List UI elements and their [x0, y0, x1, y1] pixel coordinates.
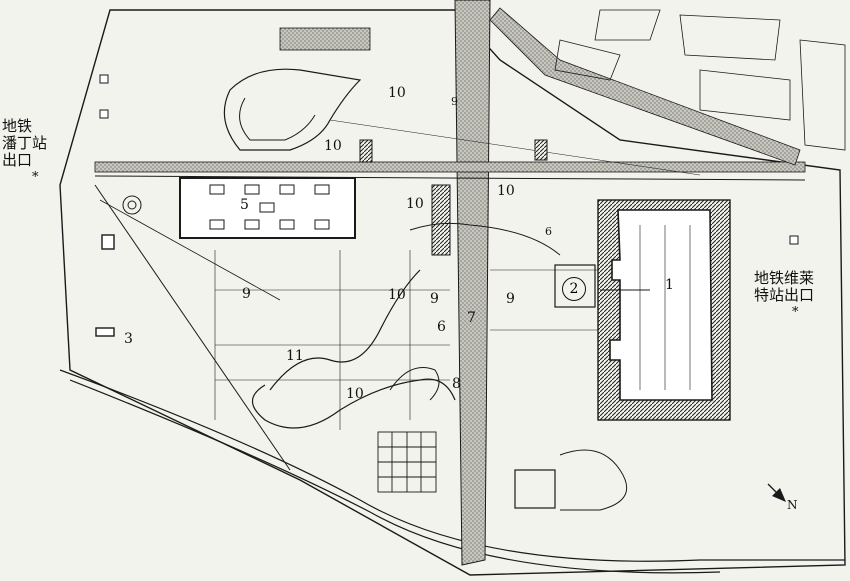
north-oval-building [223, 68, 362, 151]
zone-label-9d: 9 [451, 95, 458, 108]
zone-label-11: 11 [286, 348, 304, 364]
subway-exit-east-line1: 地铁维莱 [754, 269, 815, 287]
subway-exit-west-mark: * [32, 170, 39, 185]
northeast-strip [489, 7, 801, 166]
north-arrow-icon [767, 483, 786, 502]
north-dotted-block [279, 27, 371, 51]
north-arrow-label: N [787, 498, 798, 512]
subway-exit-west-line3: 出口 [2, 151, 33, 169]
east-west-promenade [94, 161, 806, 173]
zone-label-3: 3 [124, 331, 133, 347]
zone-label-6a: 6 [437, 319, 446, 335]
building-1 [609, 209, 713, 401]
subway-exit-west-line2: 潘丁站 [2, 134, 48, 152]
zone-label-10e: 10 [388, 287, 406, 303]
zone-label-9b: 9 [430, 291, 439, 307]
zone-label-9c: 9 [506, 291, 515, 307]
subway-exit-east: 地铁维莱 特站出口 * [754, 270, 834, 321]
zone-label-10d: 10 [497, 183, 515, 199]
zone-label-10a: 10 [388, 85, 406, 101]
fountain [122, 195, 142, 215]
zone-label-2: 2 [562, 277, 586, 301]
zone-label-1: 1 [665, 277, 674, 293]
zone-label-10f: 10 [346, 386, 364, 402]
grid-garden [377, 431, 437, 493]
southern-curve-road [59, 369, 845, 562]
subway-exit-east-line2: 特站出口 [754, 286, 815, 304]
southern-curve-road-2 [69, 379, 721, 574]
main-avenue [454, 0, 491, 566]
subway-exit-west-line1: 地铁 [2, 117, 33, 135]
subway-exit-east-mark: * [792, 305, 799, 320]
zone-label-10c: 10 [406, 196, 424, 212]
zone-label-7: 7 [467, 310, 476, 326]
zone-label-9a: 9 [242, 286, 251, 302]
zone-label-10b: 10 [324, 138, 342, 154]
building-5 [179, 177, 356, 239]
zone-label-8: 8 [452, 376, 461, 392]
zone-label-5: 5 [240, 197, 249, 213]
subway-exit-west: 地铁 潘丁站 出口 * [2, 118, 62, 186]
zone-label-6b: 6 [545, 225, 552, 238]
